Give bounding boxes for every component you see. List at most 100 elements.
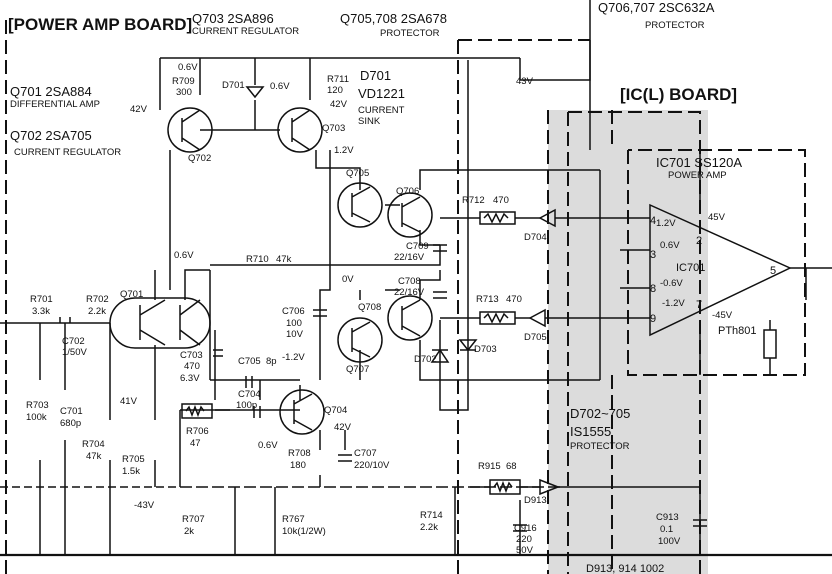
q703-label: Q703 [322,123,345,134]
r703-value: 100k [26,412,47,423]
r712-label: R712 [462,195,485,206]
r704-value: 47k [86,451,102,462]
c706-value2: 10V [286,329,304,340]
r702-value: 2.2k [88,306,106,317]
c704-label: C704 [238,389,261,400]
c703-value1: 470 [184,361,200,372]
wiring [0,0,832,555]
r711-label: R711 [327,74,349,85]
voltage-0: 0V [342,274,354,285]
transistor-q703 [277,107,323,153]
c704-value: 100p [236,400,257,411]
c701-label: C701 [60,406,83,417]
r709-value: 300 [176,87,192,98]
r702-label: R702 [86,294,109,305]
c709-label: C709 [406,241,429,252]
voltage-12-q704: -1.2V [282,352,305,363]
pin-5: 5 [770,265,776,277]
c707-value: 220/10V [354,460,390,471]
r915-label: R915 [478,461,501,472]
transistor-q707 [337,317,383,363]
ic-voltage-06: 0.6V [660,240,680,251]
d702-label: D702 [414,354,437,365]
q707-label: Q707 [346,364,369,375]
ic701-triangle [649,203,792,337]
pin-4: 4 [650,215,656,227]
pin-8: 8 [650,283,656,295]
voltage-43-bot: -43V [134,500,155,511]
q702-label: Q702 [188,153,211,164]
ic701-role-label: POWER AMP [668,170,727,181]
pin-3: 3 [650,249,656,261]
r714-label: R714 [420,510,443,521]
pin-2: 2 [696,235,702,247]
r714-value: 2.2k [420,522,438,533]
d913-label: D913 [524,495,547,506]
r708-label: R708 [288,448,311,459]
c709-value: 22/16V [394,252,425,263]
protector-part-label: IS1555 [570,424,611,439]
q704-label: Q704 [324,405,347,416]
transistor-q702 [167,107,213,153]
r701-value: 3.3k [32,306,50,317]
ic701-inner-label: IC701 [676,262,705,274]
q703-role-label: CURRENT REGULATOR [192,26,299,37]
r706-label: R706 [186,426,209,437]
voltage-06-q701: 0.6V [174,250,194,261]
r703-label: R703 [26,400,49,411]
r705-label: R705 [122,454,145,465]
c916-value2: 50V [516,545,534,556]
transistor-q705 [337,182,383,228]
q708-label: Q708 [358,302,381,313]
q702-role-label: CURRENT REGULATOR [14,147,121,158]
d705-label: D705 [524,332,547,343]
transistor-q706 [387,192,433,238]
d701-small-label: D701 [222,80,245,91]
q701-role-label: DIFFERENTIAL AMP [10,99,100,110]
ic-voltage-p45: 45V [708,212,726,223]
voltage-42-right: 42V [330,99,348,110]
r707-label: R707 [182,514,205,525]
q705-role-label: PROTECTOR [380,28,440,39]
c916-value1: 220 [516,534,532,545]
d701-role1-label: CURRENT [358,105,405,116]
pth801-label: PTh801 [718,325,757,337]
voltage-06-q703: 0.6V [270,81,290,92]
r915-value: 68 [506,461,517,472]
transistor-q708 [387,295,433,341]
r713-label: R713 [476,294,499,305]
c702-label: C702 [62,336,85,347]
transistors [109,107,433,435]
c708-label: C708 [398,276,421,287]
ic701-part-label: IC701 SS120A [656,155,742,170]
q701-label: Q701 [120,289,143,300]
d701-role2-label: SINK [358,116,381,127]
ic-board-title: [IC(L) BOARD] [620,85,737,104]
r711-value: 120 [327,85,343,96]
c916-label: C916 [514,523,537,534]
r713-value: 470 [506,294,522,305]
c706-value1: 100 [286,318,302,329]
ic-voltage-n06: -0.6V [660,278,683,289]
ic-voltage-n12: -1.2V [662,298,685,309]
q706-part-label: Q706,707 2SC632A [598,0,715,15]
q703-part-label: Q703 2SA896 [192,11,274,26]
r704-label: R704 [82,439,105,450]
r706-value: 47 [190,438,201,449]
voltage-42-left: 42V [130,104,148,115]
ground-rails [0,486,832,557]
c705-label: C705 [238,356,261,367]
d704-label: D704 [524,232,547,243]
c701-value: 680p [60,418,81,429]
voltage-12-top: 1.2V [334,145,354,156]
c913-value2: 100V [658,536,681,547]
passives [59,86,777,532]
c703-label: C703 [180,350,203,361]
voltage-41: 41V [120,396,138,407]
c708-value: 22/16V [394,287,425,298]
voltage-43-top: 43V [516,76,534,87]
q705-label: Q705 [346,168,369,179]
q702-part-label: Q702 2SA705 [10,128,92,143]
transistor-q704 [279,389,325,435]
